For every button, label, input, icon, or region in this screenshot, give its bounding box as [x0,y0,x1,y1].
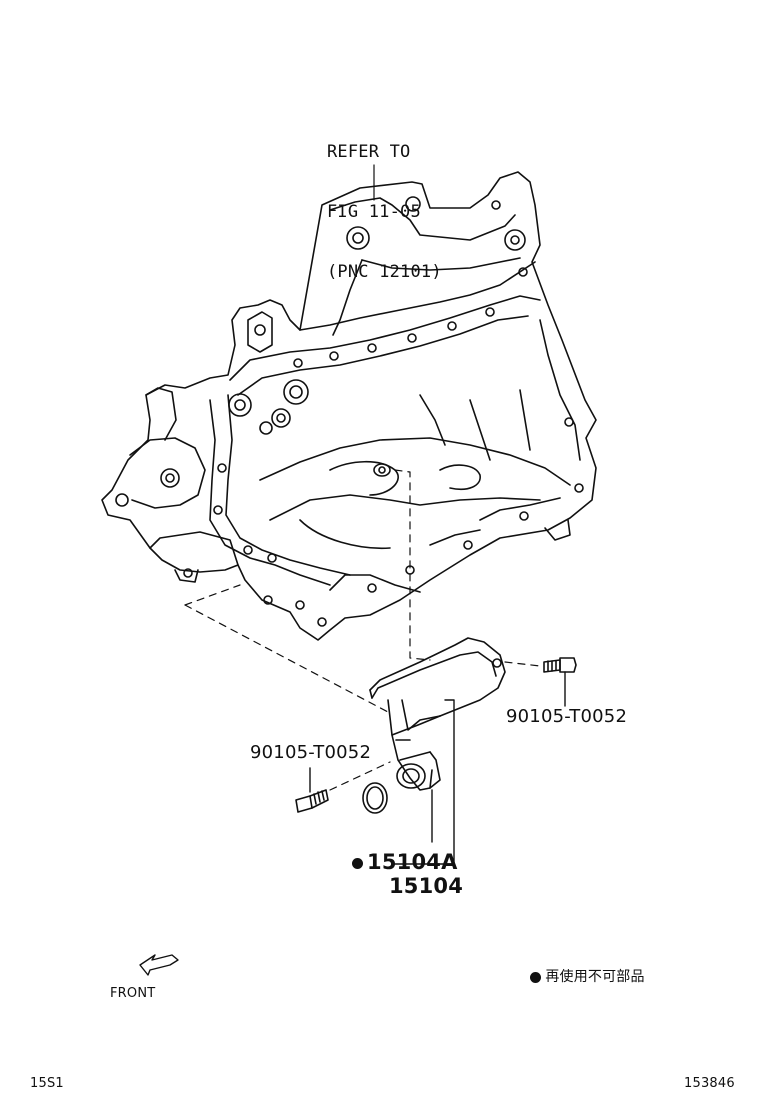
part-number-bolt-right: 90105-T0052 [506,706,628,727]
filled-dot-icon [530,971,542,983]
bolt-right [543,657,577,673]
footer-right-code: 153846 [684,1076,735,1091]
assembly-dashed-lines [184,469,541,791]
bolt-left [295,789,329,813]
refer-note: REFER TO FIG 11-05 (PNC 12101) [327,102,442,302]
callout-leaders [309,671,566,865]
refer-line-2: FIG 11-05 [327,202,421,222]
refer-line-3: (PNC 12101) [327,262,442,282]
refer-line-1: REFER TO [327,142,411,162]
footer-left-code: 15S1 [30,1076,64,1091]
part-number-bolt-left: 90105-T0052 [250,742,372,763]
oil-strainer-assembly [369,637,506,791]
o-ring [362,782,388,814]
part-number-oring-text: 15104A [367,850,458,874]
part-number-oring: 15104A [337,826,458,874]
front-label: FRONT [110,986,156,1001]
legend-non-reusable: 再使用不可部品 [521,950,645,986]
legend-non-reusable-text: 再使用不可部品 [545,969,645,985]
front-arrow-icon [139,954,179,976]
part-number-assembly: 15104 [389,874,464,898]
filled-dot-icon [352,857,364,869]
